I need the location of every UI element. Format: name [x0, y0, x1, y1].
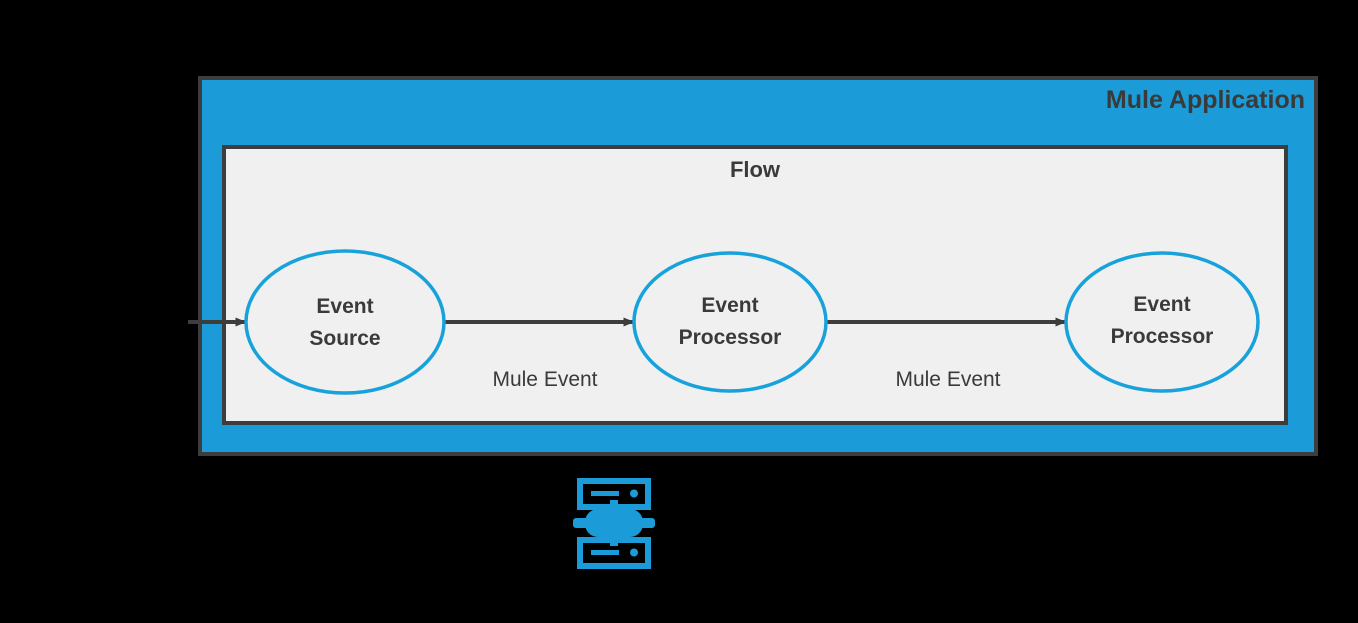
- server-capsule-body: [585, 509, 643, 537]
- node-event-source[interactable]: Event Source: [244, 249, 446, 395]
- event-processor-1-label-line2: Processor: [679, 326, 782, 349]
- server-unit-top-bar: [591, 491, 619, 496]
- event-processor-1-label-line1: Event: [701, 294, 758, 317]
- server-center-capsule: [573, 509, 655, 537]
- server-unit-bottom-led: [630, 548, 638, 557]
- event-processor-2-ellipse[interactable]: [1064, 251, 1260, 393]
- event-source-label-line2: Source: [309, 327, 380, 350]
- mule-application-title: Mule Application: [1106, 86, 1305, 114]
- server-unit-top: [577, 478, 651, 510]
- event-processor-2-label-line2: Processor: [1111, 325, 1214, 348]
- server-rack-icon: [573, 478, 655, 569]
- edge-source-to-processor-1: Mule Event: [444, 317, 635, 391]
- server-unit-bottom-bar: [591, 550, 619, 555]
- server-unit-bottom: [577, 537, 651, 569]
- edge-label-mule-event-2: Mule Event: [895, 368, 1000, 391]
- flow-contents: Mule Event Mule Event Event Source Event…: [244, 249, 1260, 395]
- node-event-processor-2[interactable]: Event Processor: [1064, 251, 1260, 393]
- event-source-ellipse[interactable]: [244, 249, 446, 395]
- event-processor-2-label-line1: Event: [1133, 293, 1190, 316]
- edge-label-mule-event-1: Mule Event: [492, 368, 597, 391]
- edge-processor-1-to-processor-2: Mule Event: [826, 317, 1067, 391]
- node-event-processor-1[interactable]: Event Processor: [632, 251, 828, 393]
- server-unit-top-led: [630, 489, 638, 498]
- flow-title: Flow: [730, 157, 781, 182]
- server-unit-bottom-body: [577, 537, 651, 569]
- event-processor-1-ellipse[interactable]: [632, 251, 828, 393]
- server-unit-top-body: [577, 478, 651, 510]
- event-source-label-line1: Event: [316, 295, 373, 318]
